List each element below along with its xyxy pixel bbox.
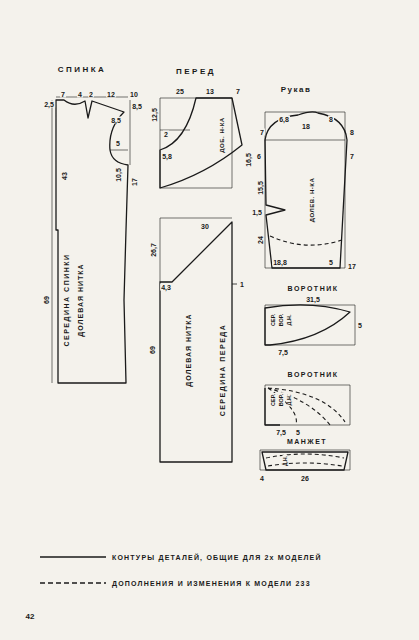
dimension: 2,5 (43, 101, 55, 108)
dimension: 7 (349, 153, 355, 160)
part-title: ВОРОТНИК (287, 371, 340, 378)
part-marking: 69 (43, 295, 50, 305)
part-marking: ДОЛЕВ. Н-КА (309, 177, 315, 224)
part-title: Рукав (280, 86, 313, 94)
dimension: 5 (328, 259, 334, 266)
part-marking: 16,5 (245, 152, 252, 168)
dimension: 18,8 (272, 259, 288, 266)
dimension: 12 (106, 91, 116, 98)
dimension: 18 (301, 123, 311, 130)
part-title: МАНЖЕТ (286, 438, 328, 445)
part-marking: 12,5 (151, 107, 158, 123)
part-marking: Д.Н. (287, 314, 293, 327)
dimension: 5 (357, 322, 363, 329)
legend-entry: КОНТУРЫ ДЕТАЛЕЙ, ОБЩИЕ ДЛЯ 2х МОДЕЛЕЙ (40, 553, 322, 561)
part-marking: СЕР. (271, 393, 277, 407)
part-marking: 10,5 (115, 167, 122, 183)
dimension: 5 (115, 140, 121, 147)
part-marking: 24 (257, 235, 264, 245)
part-title: ВОРОТНИК (287, 285, 340, 292)
part-marking: ВОР. (279, 313, 285, 328)
dimension: 7,5 (277, 349, 289, 356)
dimension: 4,3 (160, 284, 172, 291)
dimension: 10 (129, 91, 139, 98)
dimension: 5,8 (161, 153, 173, 160)
dimension: 26 (300, 475, 310, 482)
part-marking: 69 (149, 345, 156, 355)
part-marking: СЕР. (271, 313, 277, 327)
dimension: 1,5 (251, 209, 263, 216)
part-title: ПЕРЕД (175, 68, 217, 76)
dimension: 6,8 (278, 116, 290, 123)
dimension: 13 (205, 88, 215, 95)
dimension: 8,5 (131, 103, 143, 110)
dimension: 30 (200, 223, 210, 230)
dimension: 2 (88, 91, 94, 98)
dimension: 25 (175, 88, 185, 95)
legend-text: КОНТУРЫ ДЕТАЛЕЙ, ОБЩИЕ ДЛЯ 2х МОДЕЛЕЙ (112, 554, 322, 561)
part-marking: СЕРЕДИНА ПЕРЕДА (219, 323, 226, 418)
part-marking: 43 (61, 171, 68, 181)
dimension: 8 (349, 129, 355, 136)
part-marking: 15,5 (257, 180, 264, 196)
part-marking: ДОЛЕВАЯ НИТКА (185, 312, 192, 387)
part-marking: СЕРЕДИНА СПИНКИ (63, 252, 70, 347)
dimension: 1 (239, 281, 245, 288)
part-marking: 26,7 (150, 242, 157, 258)
part-marking: Д.Н. (283, 455, 288, 467)
part-marking: ВОР. (279, 393, 285, 408)
dimension: 31,5 (305, 296, 321, 303)
legend-text: ДОПОЛНЕНИЯ И ИЗМЕНЕНИЯ К МОДЕЛИ 233 (112, 580, 311, 587)
dimension: 8 (328, 116, 334, 123)
dimension: 5 (295, 429, 301, 436)
legend-entry: ДОПОЛНЕНИЯ И ИЗМЕНЕНИЯ К МОДЕЛИ 233 (40, 579, 311, 587)
line-sample (40, 553, 106, 561)
dimension: 7 (235, 88, 241, 95)
part-title: СПИНКА (57, 66, 108, 74)
dimension: 42 (25, 613, 36, 621)
line-sample (40, 579, 106, 587)
dimension: 4 (259, 475, 265, 482)
part-marking: ДОБ. Н-КА (219, 116, 225, 153)
dimension: 2 (163, 131, 169, 138)
dimension: 6 (256, 153, 262, 160)
dimension: 7,5 (275, 429, 287, 436)
part-marking: 17 (131, 177, 138, 187)
dimension: 4 (77, 91, 83, 98)
part-marking: ДОЛЕВАЯ НИТКА (77, 262, 84, 337)
dimension: 17 (347, 263, 357, 270)
part-marking: Д.Н. (287, 394, 293, 407)
dimension: 7 (259, 129, 265, 136)
dimension: 8,5 (110, 117, 122, 124)
dimension: 7 (60, 91, 66, 98)
